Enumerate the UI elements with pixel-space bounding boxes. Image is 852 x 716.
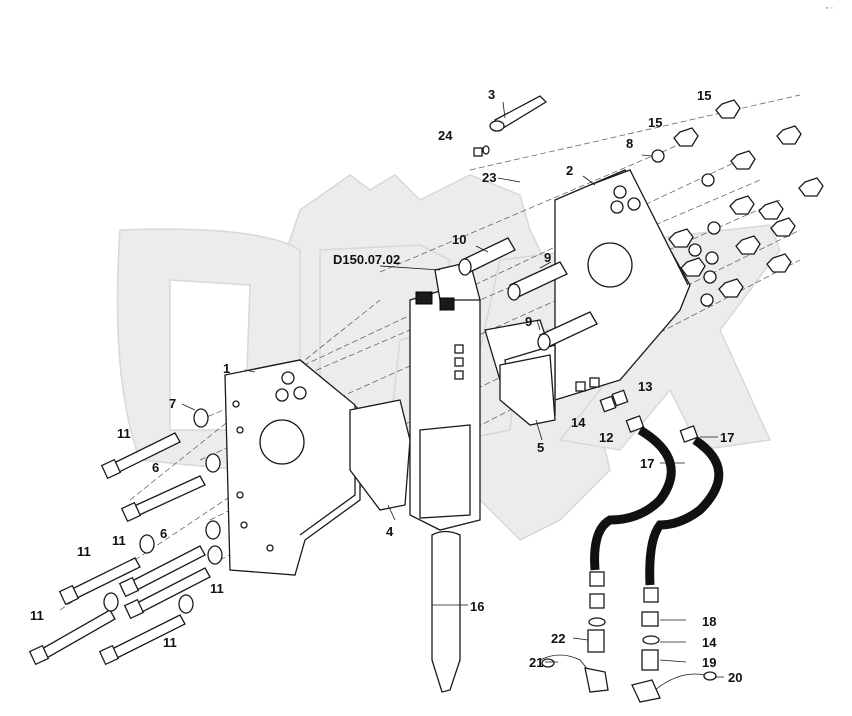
label-part-5: 5 (537, 440, 544, 455)
side-plate-right (554, 169, 691, 401)
label-part-11b: 11 (77, 544, 91, 559)
hydraulic-hose-right (645, 436, 724, 586)
label-part-11d: 11 (30, 608, 44, 623)
leader-lines (181, 101, 724, 678)
label-part-9a: 9 (544, 250, 551, 265)
washer-23 (482, 145, 490, 155)
label-part-21: 21 (529, 655, 543, 670)
label-part-17a: 17 (640, 456, 654, 471)
drawing-code-label: D150.07.02 (333, 252, 400, 267)
label-part-8: 8 (626, 136, 633, 151)
label-part-10: 10 (452, 232, 466, 247)
label-part-6a: 6 (152, 460, 159, 475)
label-part-20: 20 (728, 670, 742, 685)
bolt-6-a (120, 475, 206, 523)
dust-cap-20 (631, 671, 717, 703)
label-part-14b: 14 (702, 635, 717, 650)
label-part-22: 22 (551, 631, 565, 646)
bolt-11-d (123, 567, 211, 620)
side-plate-left (224, 359, 361, 576)
couplings-lower (587, 571, 660, 671)
label-part-3: 3 (488, 87, 495, 102)
corner-mark: ▪ ◦ (826, 5, 833, 12)
label-part-12: 12 (599, 430, 613, 445)
chisel-tool (431, 530, 461, 693)
label-part-24: 24 (438, 128, 453, 143)
label-part-9b: 9 (525, 314, 532, 329)
label-part-2: 2 (566, 163, 573, 178)
label-part-15a: 15 (697, 88, 711, 103)
pin-9-lower (537, 311, 598, 351)
label-part-11c: 11 (210, 581, 224, 596)
bolt-11-a (100, 432, 181, 480)
label-part-14a: 14 (571, 415, 586, 430)
label-part-4: 4 (386, 524, 394, 539)
pin-9-upper (507, 261, 568, 301)
bolt-11-f (98, 614, 186, 666)
hydraulic-hose-left (590, 426, 676, 571)
label-part-16: 16 (470, 599, 484, 614)
nuts-and-washers-right (651, 99, 824, 307)
label-part-11a: 11 (117, 426, 131, 441)
label-part-19: 19 (702, 655, 716, 670)
bolt-11-e (28, 609, 116, 666)
hydraulic-fittings (575, 377, 699, 443)
label-part-7: 7 (169, 396, 176, 411)
label-part-15b: 15 (648, 115, 662, 130)
label-part-18: 18 (702, 614, 716, 629)
label-part-23: 23 (482, 170, 496, 185)
bolt-11-b (58, 557, 141, 606)
label-part-11f: 11 (112, 533, 126, 548)
label-part-11e: 11 (163, 635, 177, 650)
bracket-4 (349, 399, 411, 511)
label-part-17b: 17 (720, 430, 734, 445)
bolt-11-c (118, 545, 206, 598)
bracket-5 (499, 354, 556, 426)
pin-10 (458, 237, 516, 276)
label-part-1: 1 (223, 361, 230, 376)
dust-cap-21 (539, 654, 609, 693)
label-part-6b: 6 (160, 526, 167, 541)
bolts-and-washers (28, 408, 223, 666)
pin-3 (489, 95, 548, 132)
label-part-13: 13 (638, 379, 652, 394)
